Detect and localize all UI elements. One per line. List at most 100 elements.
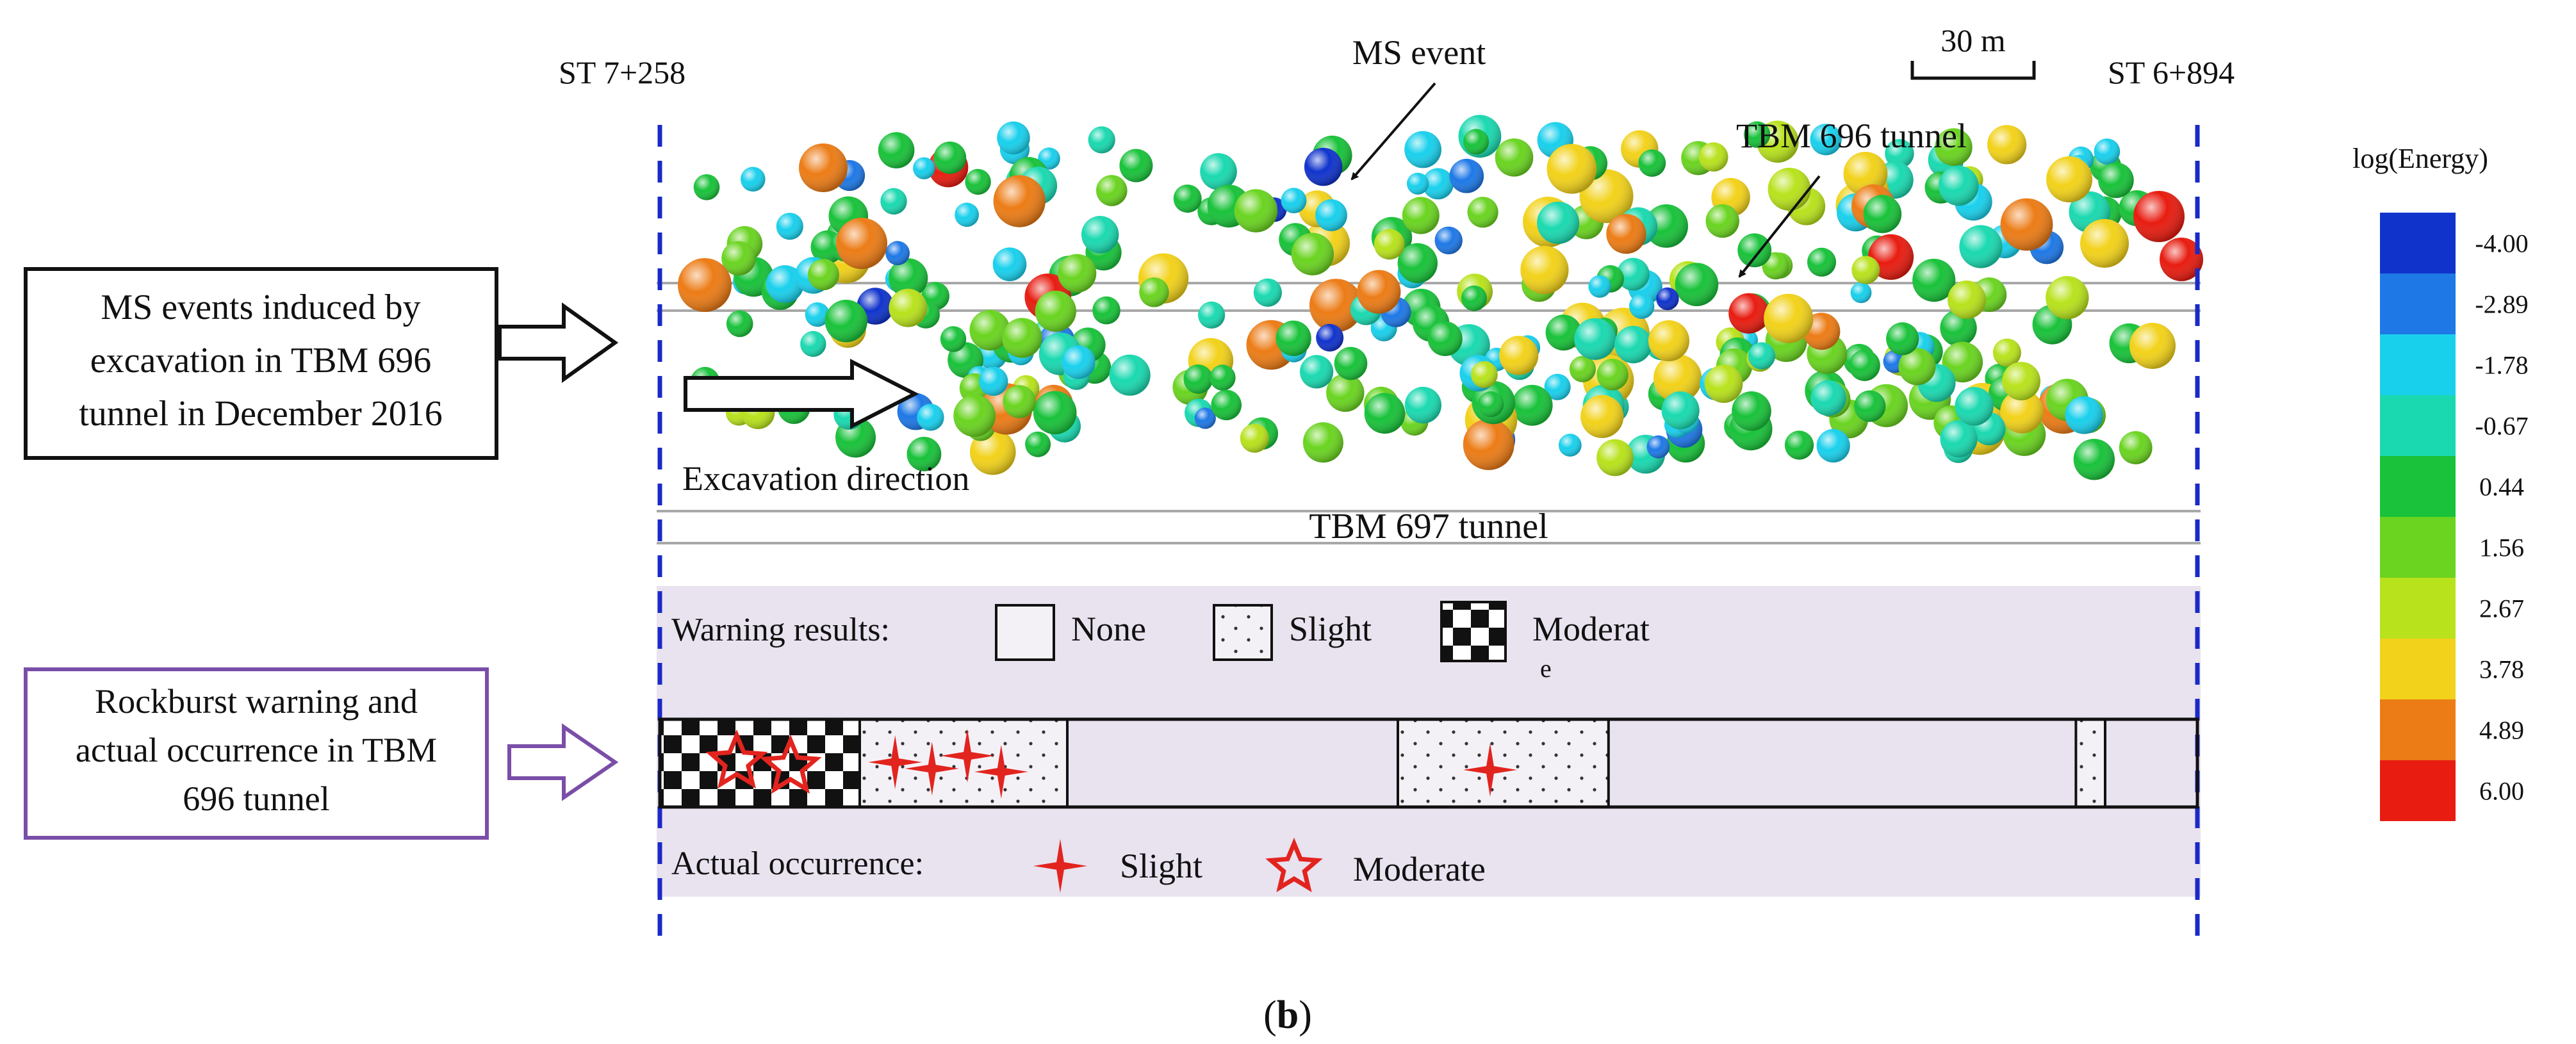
- ms-event-sphere-shade: [889, 288, 928, 327]
- figure-caption: (b): [1263, 993, 1312, 1037]
- ms-event-sphere-shade: [805, 302, 830, 327]
- ms-event-label: MS event: [1352, 33, 1486, 72]
- moderate-star-icon: [1265, 837, 1323, 893]
- warning-strip-occurrences: [705, 729, 1517, 799]
- colorbar-swatch: [2380, 699, 2456, 760]
- ms-event-sphere-shade: [1364, 393, 1406, 434]
- ms-event-sphere-shade: [955, 202, 979, 227]
- ms-event-sphere-shade: [2000, 198, 2053, 251]
- colorbar-swatch: [2380, 456, 2456, 517]
- ms-event-sphere-shade: [1705, 204, 1739, 238]
- ms-event-sphere-shade: [1992, 338, 2021, 367]
- ms-event-sphere-shade: [1948, 281, 1986, 319]
- ms-event-sphere-shade: [836, 218, 887, 269]
- rockburst-box-line-3: 696 tunnel: [183, 779, 329, 818]
- ms-event-sphere-shade: [1404, 131, 1442, 168]
- excavation-direction-label: Excavation direction: [682, 459, 969, 498]
- colorbar-swatch: [2380, 213, 2456, 273]
- ms-event-sphere-shade: [1511, 384, 1553, 426]
- ms-event-sphere-shade: [2065, 396, 2103, 434]
- ms-event-sphere-shade: [1253, 278, 1282, 307]
- ms-event-sphere-shade: [1302, 422, 1343, 463]
- energy-colorbar: -4.00-2.89-1.78-0.670.441.562.673.784.89…: [2380, 213, 2529, 821]
- ms-event-sphere-shade: [2098, 162, 2134, 199]
- ms-event-sphere-shade: [800, 330, 826, 357]
- ms-event-sphere-shade: [1198, 301, 1226, 329]
- ms-event-sphere-shade: [1768, 167, 1811, 211]
- ms-event-sphere-shade: [1850, 282, 1872, 304]
- ms-event-sphere-shade: [1616, 257, 1650, 291]
- ms-event-sphere-shade: [889, 258, 928, 298]
- ms-event-sphere-shade: [1477, 391, 1504, 418]
- ms-event-sphere-shade: [1449, 158, 1484, 193]
- ms-event-sphere-shade: [2133, 191, 2185, 242]
- ms-event-sphere-shade: [1537, 201, 1580, 244]
- ms-event-sphere-shade: [1326, 373, 1365, 412]
- ms-event-sphere-shade: [1025, 431, 1051, 457]
- ms-event-sphere-shade: [965, 168, 991, 195]
- ms-event-sphere-shade: [1546, 143, 1597, 194]
- ms-event-sphere-shade: [1648, 320, 1689, 361]
- ms-event-sphere-shade: [824, 300, 868, 343]
- ms-event-sphere-shade: [1357, 270, 1401, 314]
- ms-event-sphere-shade: [1499, 336, 1539, 375]
- ms-event-sphere-shade: [1574, 318, 1616, 360]
- slight-star-icon: [1033, 839, 1087, 893]
- ms-event-sphere-shade: [1898, 348, 1936, 386]
- ms-event-sphere-shade: [940, 326, 967, 352]
- ms-event-sphere-shade: [1704, 364, 1743, 403]
- ms-event-sphere-shade: [1173, 184, 1202, 213]
- colorbar-swatch: [2380, 334, 2456, 395]
- ms-event-sphere-shade: [1033, 391, 1077, 435]
- colorbar-tick-label: -0.67: [2475, 412, 2528, 441]
- ms-event-sphere-shade: [1653, 354, 1702, 403]
- ms-event-sphere-shade: [1096, 175, 1128, 206]
- legend-slight-label: Slight: [1289, 610, 1372, 648]
- ms-event-sphere-shade: [1316, 323, 1344, 352]
- ms-event-sphere-shade: [913, 157, 935, 179]
- station-right-label: ST 6+894: [2108, 54, 2235, 90]
- warning-segment-slight: [2074, 718, 2106, 808]
- ms-event-sphere-shade: [1606, 214, 1646, 254]
- ms-event-sphere-shade: [1743, 121, 1771, 148]
- ms-event-sphere-shade: [1240, 423, 1269, 453]
- warning-strip: [658, 717, 2199, 809]
- colorbar-swatch: [2380, 517, 2456, 578]
- moderate-star-icon: [759, 734, 822, 794]
- ms-event-sphere-shade: [1304, 147, 1343, 186]
- ms-event-sphere-shade: [878, 132, 915, 168]
- ms-event-sphere-shade: [2160, 238, 2203, 281]
- legend-moderate-label: Moderat: [1532, 610, 1650, 648]
- colorbar-tick-label: -1.78: [2475, 351, 2528, 380]
- ms-event-sphere-shade: [1334, 347, 1368, 380]
- ms-event-sphere-shade: [1816, 428, 1850, 463]
- ms-events-box-line-3: tunnel in December 2016: [79, 394, 443, 434]
- ms-event-sphere-shade: [1851, 256, 1880, 284]
- colorbar-swatch: [2380, 760, 2456, 821]
- ms-event-sphere-shade: [1661, 391, 1700, 430]
- tbm696-arrow: [1738, 175, 1821, 278]
- ms-event-sphere-shade: [1495, 138, 1534, 177]
- ms-events-pointer-arrow: [498, 302, 619, 383]
- ms-event-sphere-shade: [997, 121, 1030, 154]
- ms-event-sphere-shade: [1596, 359, 1628, 391]
- caption-close: ): [1299, 993, 1312, 1037]
- slight-star-icon: [974, 745, 1028, 799]
- colorbar-tick-label: 1.56: [2479, 534, 2524, 562]
- ms-event-sphere-shade: [1656, 287, 1679, 311]
- rockburst-pointer-arrow: [507, 723, 619, 801]
- colorbar-title: log(Energy): [2352, 143, 2488, 174]
- ms-event-sphere-shade: [2129, 323, 2176, 369]
- rockburst-box: [24, 667, 489, 840]
- svg-text:(b): (b): [1263, 993, 1312, 1037]
- legend-none-swatch: [995, 604, 1055, 661]
- scale-bar: [1910, 61, 2036, 80]
- legend-slight-swatch: [1213, 604, 1273, 661]
- ms-event-sphere-shade: [1309, 279, 1363, 332]
- ms-event-sphere-shade: [1987, 125, 2027, 165]
- ms-event-sphere-shade: [693, 174, 720, 200]
- ms-event-sphere-shade: [1849, 350, 1880, 381]
- ms-event-sphere-shade: [1463, 419, 1514, 470]
- ms-event-sphere-shade: [1596, 439, 1634, 477]
- ms-event-sphere-shade: [2094, 138, 2121, 165]
